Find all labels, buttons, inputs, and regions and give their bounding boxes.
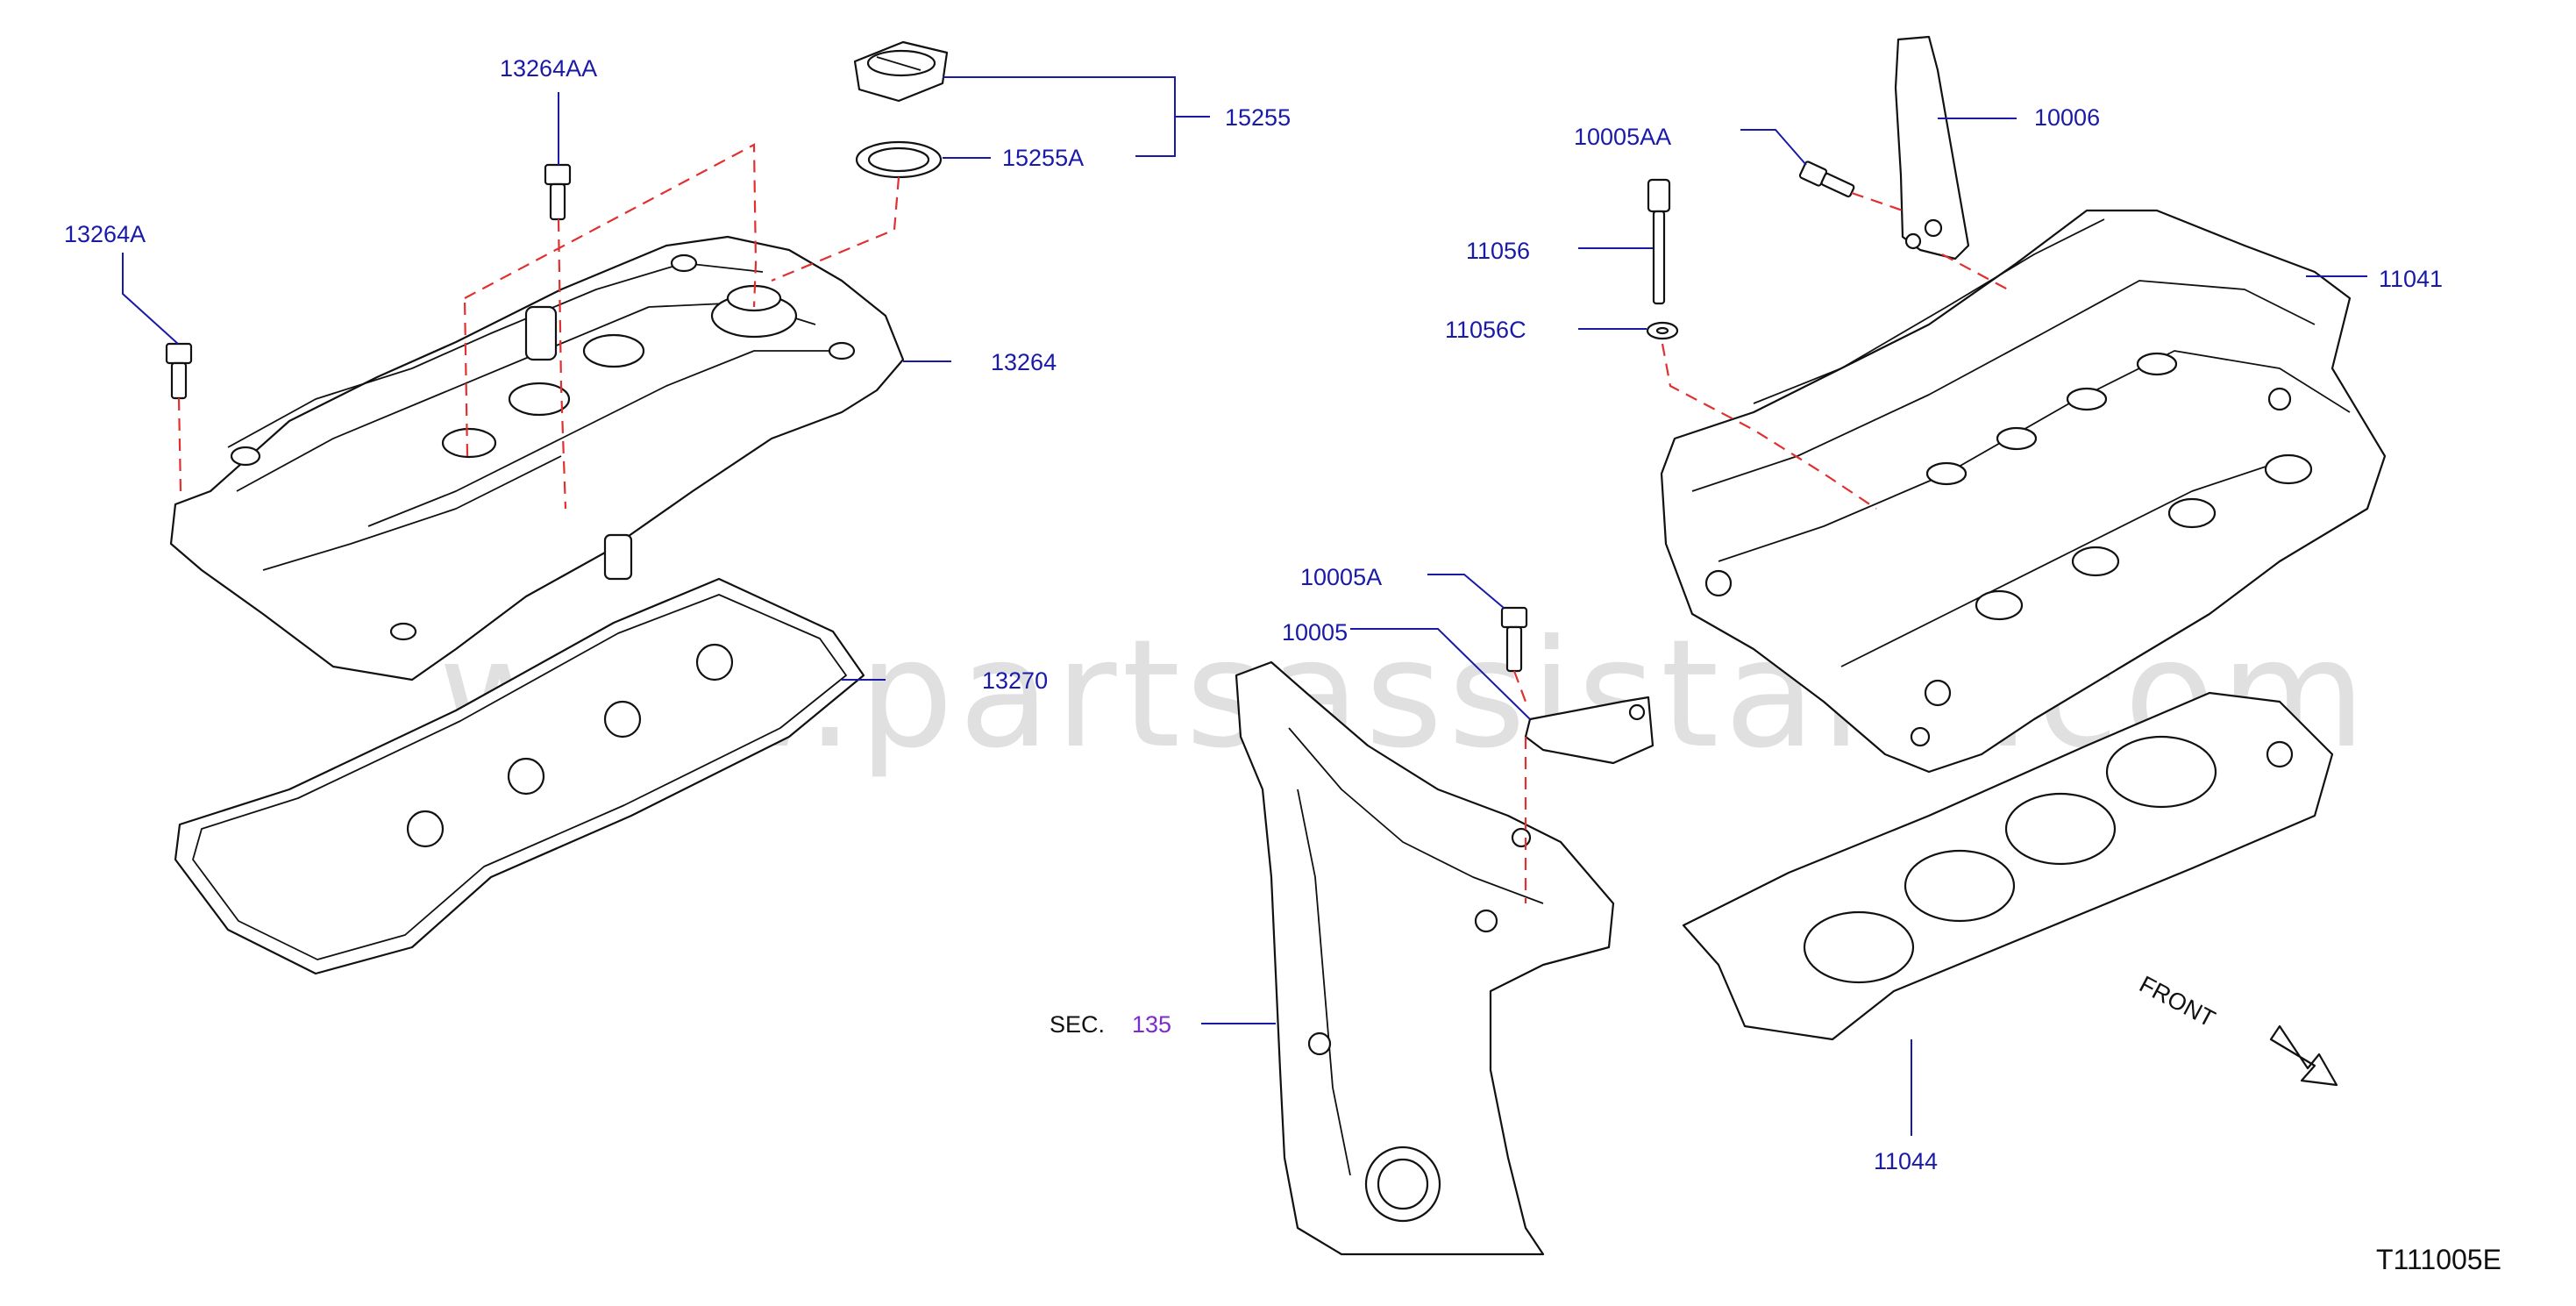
- bolt-13264a[interactable]: [165, 342, 193, 400]
- callout-10005aa[interactable]: 10005AA: [1574, 124, 1671, 150]
- bolt-13264aa[interactable]: [544, 163, 572, 221]
- washer-11056c[interactable]: [1646, 321, 1679, 340]
- sec-number-link[interactable]: 135: [1132, 1011, 1171, 1038]
- rocker-cover[interactable]: [169, 235, 905, 682]
- assembly-lines: [177, 143, 2009, 903]
- callout-11056[interactable]: 11056: [1466, 238, 1530, 264]
- bolt-10005aa[interactable]: [1798, 161, 1855, 198]
- callout-11056c[interactable]: 11056C: [1445, 317, 1526, 343]
- head-gasket[interactable]: [1682, 691, 2334, 1041]
- front-arrow-icon: [2269, 1024, 2338, 1087]
- callout-13264a[interactable]: 13264A: [64, 221, 146, 247]
- leader-lines: [122, 76, 2367, 1136]
- timing-chain-case[interactable]: [1235, 660, 1615, 1256]
- callout-13270[interactable]: 13270: [982, 667, 1048, 694]
- cylinder-head[interactable]: [1660, 209, 2387, 774]
- callout-11044[interactable]: 11044: [1874, 1148, 1938, 1174]
- bracket-10006[interactable]: [1894, 35, 1970, 260]
- callout-15255a[interactable]: 15255A: [1002, 145, 1084, 171]
- callout-13264[interactable]: 13264: [991, 349, 1057, 375]
- bolt-10005a[interactable]: [1500, 606, 1528, 673]
- sec-label: SEC.: [1050, 1011, 1105, 1038]
- rocker-cover-gasket[interactable]: [174, 577, 865, 975]
- bracket-10005[interactable]: [1524, 696, 1654, 765]
- callout-13264aa[interactable]: 13264AA: [500, 55, 597, 82]
- callout-11041[interactable]: 11041: [2379, 266, 2443, 292]
- callout-10005[interactable]: 10005: [1282, 619, 1348, 646]
- oil-filler-cap[interactable]: [853, 40, 949, 103]
- diagram-code: T111005E: [2376, 1244, 2501, 1275]
- front-label: FRONT: [2135, 971, 2219, 1032]
- callout-10005a[interactable]: 10005A: [1300, 564, 1382, 590]
- callout-10006[interactable]: 10006: [2034, 104, 2100, 131]
- oil-cap-gasket[interactable]: [855, 140, 943, 179]
- head-bolt-11056[interactable]: [1647, 178, 1671, 305]
- callout-15255[interactable]: 15255: [1225, 104, 1291, 131]
